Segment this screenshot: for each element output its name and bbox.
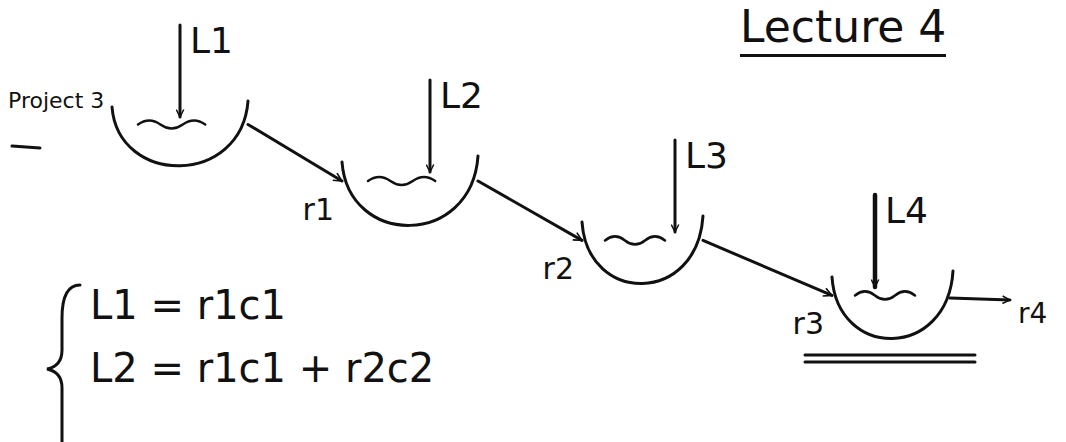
bowl-shape (582, 216, 703, 284)
inflow-label: L2 (440, 75, 483, 116)
inflow-arrow (179, 25, 182, 117)
inflow-label: L3 (685, 135, 728, 176)
double-underline (805, 361, 975, 364)
outflow-arrow (950, 298, 1010, 300)
flow-arrow (703, 240, 832, 295)
brace (47, 285, 80, 442)
flow-label: r2 (541, 252, 576, 287)
bowl-shape (832, 271, 953, 339)
inflow-arrow (429, 80, 432, 172)
bowl-outline (340, 160, 480, 230)
inflow-arrow (873, 195, 878, 287)
water-surface (605, 236, 665, 244)
equation: L2 = r1c1 + r2c2 (90, 345, 434, 391)
flow-label: r4 (1018, 298, 1047, 330)
project-note: Project 3 (8, 88, 108, 113)
flow-label: r3 (791, 307, 826, 342)
water-surface (138, 121, 205, 129)
bowl-outline (110, 105, 250, 170)
inflow-label: L1 (190, 20, 233, 61)
tank-bowl: L1 (110, 105, 250, 170)
inflow-label: L4 (885, 190, 928, 231)
bowl-outline (580, 220, 705, 288)
bowl-outline (830, 275, 955, 343)
tank-bowl: L2 (340, 160, 480, 230)
inflow-arrow (674, 140, 677, 232)
flow-arrow (248, 125, 342, 182)
bowl-shape (342, 156, 478, 225)
double-underline (805, 354, 975, 357)
flow-arrow (478, 181, 582, 240)
bowl-shape (112, 101, 248, 166)
tank-bowl: L4 (830, 275, 955, 343)
water-surface (855, 291, 915, 299)
equation: L1 = r1c1 (90, 282, 286, 328)
flow-label: r1 (301, 193, 336, 228)
tank-bowl: L3 (580, 220, 705, 288)
water-surface (368, 177, 435, 185)
underline (12, 146, 40, 148)
page-title: Lecture 4 (740, 2, 946, 57)
